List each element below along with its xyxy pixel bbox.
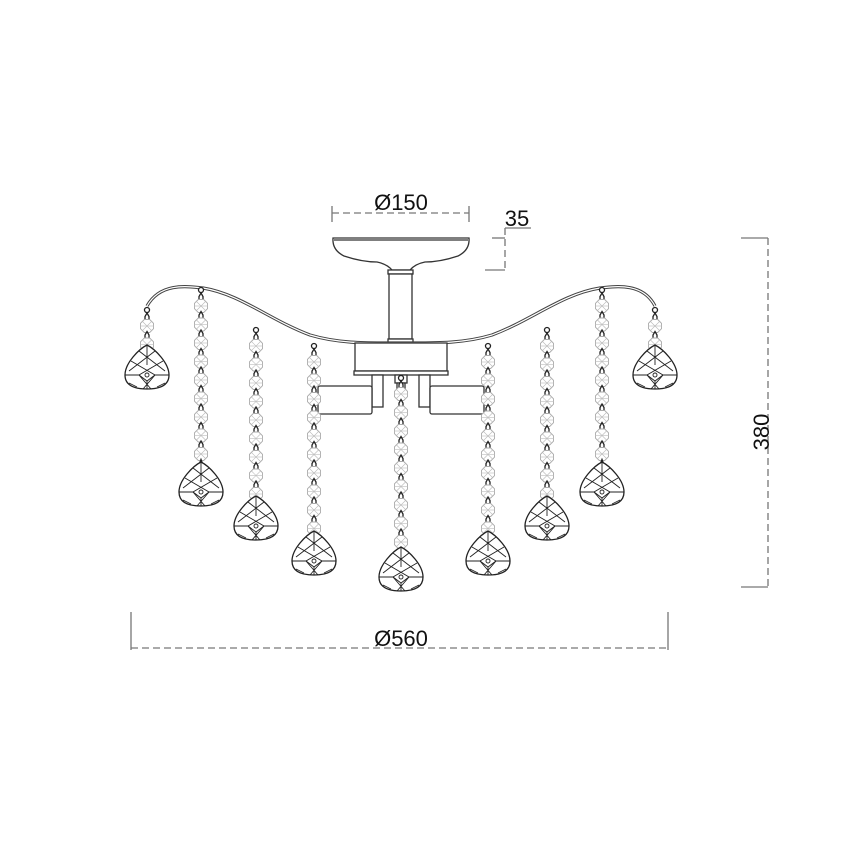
crystal-strand bbox=[465, 342, 511, 576]
crystal-pendant bbox=[465, 530, 511, 576]
canopy-diameter-label: Ø150 bbox=[374, 190, 428, 215]
total-diameter-label: Ø560 bbox=[374, 626, 428, 651]
total-height-label: 380 bbox=[749, 414, 774, 451]
crystal-pendant bbox=[291, 530, 337, 576]
dimension-total-diameter: Ø560 bbox=[130, 612, 669, 651]
crystal-strand bbox=[233, 326, 279, 541]
crystal-pendant bbox=[378, 546, 424, 592]
dimension-total-height: 380 bbox=[741, 237, 774, 588]
crystal-strand bbox=[524, 326, 570, 541]
crystal-strand bbox=[291, 342, 337, 576]
crystal-strands bbox=[124, 286, 678, 592]
dimension-canopy-height: 35 bbox=[485, 206, 531, 271]
canopy-height-label: 35 bbox=[505, 206, 529, 231]
crystal-pendant bbox=[124, 344, 170, 390]
crystal-strand bbox=[124, 306, 170, 390]
crystal-strand bbox=[378, 374, 424, 592]
crystal-strand bbox=[579, 286, 625, 507]
crystal-pendant bbox=[579, 461, 625, 507]
crystal-strand bbox=[178, 286, 224, 507]
crystal-pendant bbox=[524, 495, 570, 541]
dimension-canopy-diameter: Ø150 bbox=[331, 190, 470, 222]
canopy bbox=[332, 237, 470, 344]
lamp-body bbox=[317, 342, 485, 415]
crystal-pendant bbox=[233, 495, 279, 541]
crystal-strand bbox=[632, 306, 678, 390]
crystal-pendant bbox=[178, 461, 224, 507]
crystal-pendant bbox=[632, 344, 678, 390]
